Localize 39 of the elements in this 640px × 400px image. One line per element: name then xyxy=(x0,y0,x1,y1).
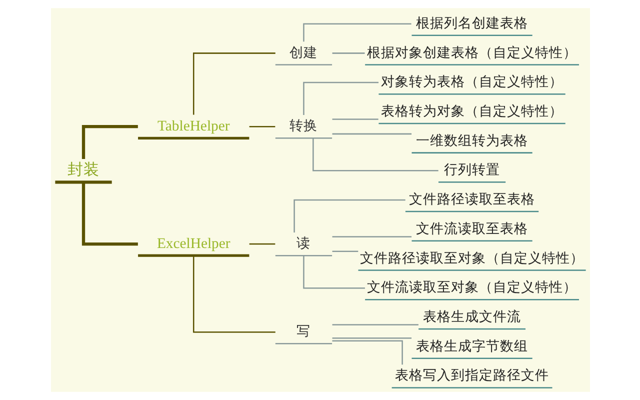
connector xyxy=(192,52,275,115)
node-text: 表格转为对象（自定义特性） xyxy=(380,103,563,120)
node-text: 文件路径读取至对象（自定义特性） xyxy=(360,250,584,266)
node-text: 表格生成字节数组 xyxy=(416,338,528,354)
node-text: 读 xyxy=(296,236,310,252)
connector xyxy=(81,182,138,246)
connector xyxy=(332,118,378,120)
node-text: 行列转置 xyxy=(444,162,500,178)
connector xyxy=(81,125,138,160)
node-text: 封装 xyxy=(67,161,100,178)
node-text: 文件流读取至对象（自定义特性） xyxy=(366,280,577,296)
connector xyxy=(332,324,418,326)
node-text: 表格生成文件流 xyxy=(422,309,521,326)
connector xyxy=(293,199,405,232)
node-text: 文件路径读取至表格 xyxy=(408,192,535,208)
connector xyxy=(302,256,364,289)
node-text: 根据列名创建表格 xyxy=(416,15,528,32)
node-text: 文件流读取至表格 xyxy=(416,220,528,237)
connector xyxy=(302,82,378,116)
connector xyxy=(332,52,364,54)
connector xyxy=(248,243,275,245)
connector xyxy=(312,138,438,172)
node-text: 一维数组转为表格 xyxy=(416,132,528,149)
node-text: 写 xyxy=(296,324,310,340)
connector xyxy=(332,337,412,339)
node-text: 创建 xyxy=(289,44,318,61)
connector xyxy=(332,340,402,365)
node-text: 根据对象创建表格（自定义特性） xyxy=(366,44,577,61)
connector xyxy=(332,133,412,135)
connector xyxy=(302,23,411,42)
connector xyxy=(332,236,412,238)
node-text: TableHelper xyxy=(156,118,230,134)
node-text: 转换 xyxy=(289,118,318,134)
connector xyxy=(192,256,275,333)
node-text: 对象转为表格（自定义特性） xyxy=(380,74,563,90)
node-text: 表格写入到指定路径文件 xyxy=(394,368,549,384)
node-text: ExcelHelper xyxy=(156,236,230,252)
connector xyxy=(248,126,275,128)
connector xyxy=(332,250,358,252)
